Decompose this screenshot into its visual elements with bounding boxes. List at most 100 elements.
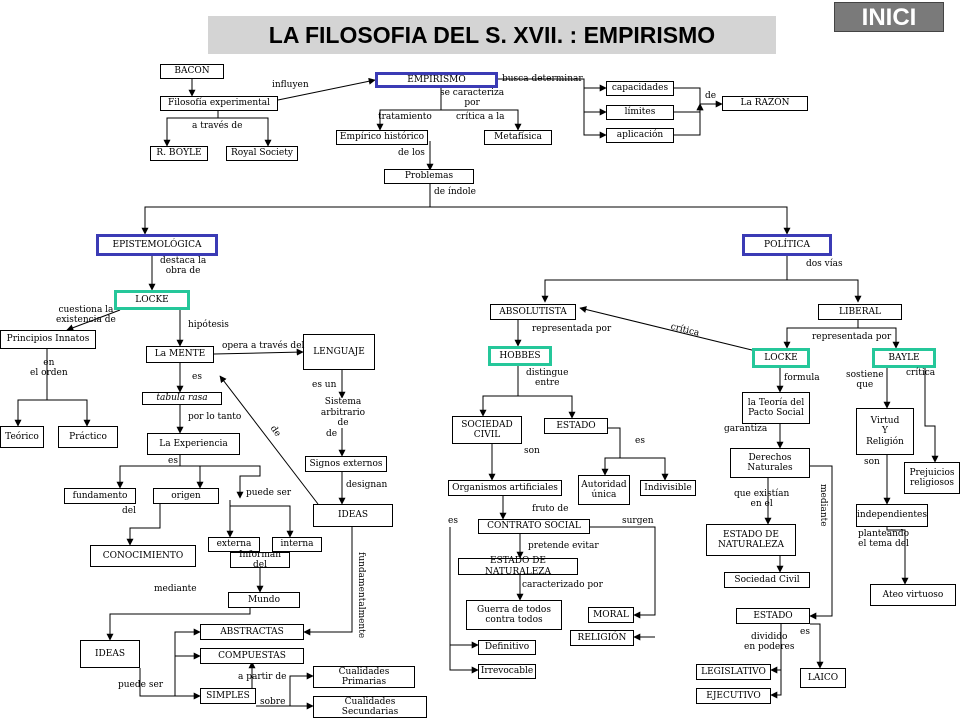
label-es-experiencia: es <box>168 456 178 466</box>
node-ideas-conocimiento: IDEAS <box>80 640 140 668</box>
node-teoria-pacto-social: la Teoría del Pacto Social <box>742 392 810 424</box>
node-sistema-arbitrario: Sistema arbitrario de <box>312 397 374 428</box>
node-capacidades: capacidades <box>606 81 674 96</box>
node-royal-society: Royal Society <box>226 146 298 161</box>
node-teorico: Teórico <box>0 426 44 448</box>
node-empirismo: EMPIRISMO <box>375 72 498 88</box>
node-irrevocable: Irrevocable <box>478 664 536 679</box>
label-critica-diagonal: crítica <box>669 322 701 339</box>
node-prejuicios-religiosos: Prejuicios religiosos <box>904 462 960 494</box>
label-tratamiento: tratamiento <box>378 112 432 122</box>
node-interna: interna <box>272 537 322 552</box>
node-simples: SIMPLES <box>200 688 256 704</box>
node-legislativo: LEGISLATIVO <box>696 664 771 680</box>
node-problemas: Problemas <box>384 169 474 184</box>
label-surgen: surgen <box>622 516 654 526</box>
node-politica: POLÍTICA <box>742 234 832 256</box>
node-lenguaje: LENGUAJE <box>303 334 375 370</box>
node-practico: Práctico <box>58 426 118 448</box>
label-es-contrato: es <box>448 516 458 526</box>
label-sobre: sobre <box>260 697 286 707</box>
node-epistemologica: EPISTEMOLÓGICA <box>96 234 218 256</box>
label-es-un: es un <box>312 380 337 390</box>
label-es-estado: es <box>635 436 645 446</box>
label-es-mente: es <box>192 372 202 382</box>
label-del: del <box>122 506 136 516</box>
node-empirico-historico: Empírico histórico <box>336 130 428 145</box>
label-destaca-la-obra-de: destaca la obra de <box>160 256 207 277</box>
label-dividido-en-poderes: dividido en poderes <box>744 632 795 653</box>
home-button[interactable]: INICI <box>834 2 944 32</box>
label-influyen: influyen <box>272 80 309 90</box>
label-cuestiona-la-existencia-de: cuestiona la existencia de <box>56 305 116 326</box>
label-son-bayle: son <box>864 457 880 467</box>
node-compuestas: COMPUESTAS <box>200 648 304 664</box>
node-la-experiencia: La Experiencia <box>147 433 240 455</box>
label-fruto-de: fruto de <box>532 504 569 514</box>
label-critica-a-la: crítica a la <box>456 112 505 122</box>
node-r-boyle: R. BOYLE <box>150 146 208 161</box>
node-organismos-artificiales: Organismos artificiales <box>448 480 562 496</box>
node-indivisible: Indivisible <box>640 480 696 496</box>
node-ideas-lenguaje: IDEAS <box>313 504 393 527</box>
label-a-partir-de: a partir de <box>238 672 287 682</box>
node-aplicacion: aplicación <box>606 128 674 143</box>
label-dos-vias: dos vías <box>806 259 843 269</box>
node-signos-externos: Signos externos <box>305 456 387 472</box>
node-ateo-virtuoso: Ateo virtuoso <box>870 584 956 606</box>
node-sociedad-civil-locke: Sociedad Civil <box>724 572 810 588</box>
label-se-caracteriza-por: se caracteriza por <box>440 88 505 109</box>
node-conocimiento: CONOCIMIENTO <box>90 545 196 567</box>
label-puede-ser-experiencia: puede ser <box>246 488 292 498</box>
node-ejecutivo: EJECUTIVO <box>696 688 771 704</box>
node-moral: MORAL <box>588 607 634 623</box>
node-la-razon: La RAZÓN <box>722 96 808 111</box>
node-bacon: BACON <box>160 64 224 79</box>
node-estado-hobbes: ESTADO <box>544 418 608 434</box>
node-fundamento: fundamento <box>64 488 136 504</box>
label-que-existian-en-el: que existían en el <box>734 489 790 510</box>
node-la-mente: La MENTE <box>146 346 214 363</box>
node-religion: RELIGIÓN <box>570 630 634 646</box>
node-cualidades-secundarias: Cualidades Secundarias <box>313 696 427 718</box>
node-hobbes: HOBBES <box>488 346 552 366</box>
label-pretende-evitar: pretende evitar <box>528 541 599 551</box>
node-externa: externa <box>208 537 260 552</box>
label-sostiene-que: sostiene que <box>846 370 884 391</box>
node-absolutista: ABSOLUTISTA <box>490 304 576 320</box>
label-garantiza: garantiza <box>724 424 768 434</box>
label-a-traves-de: a través de <box>192 121 243 131</box>
label-de-diagonal: de <box>267 424 283 439</box>
label-puede-ser-ideas: puede ser <box>118 680 164 690</box>
label-opera-a-traves-del: opera a través del <box>222 341 305 351</box>
page-title: LA FILOSOFIA DEL S. XVII. : EMPIRISMO <box>208 16 776 54</box>
label-de-razon: de <box>705 91 717 101</box>
label-mediante-liberal: mediante <box>818 484 828 527</box>
label-designan: designan <box>346 480 388 490</box>
node-derechos-naturales: Derechos Naturales <box>730 448 810 478</box>
label-caracterizado-por: caracterizado por <box>522 580 603 590</box>
label-en-el-orden: en el orden <box>30 358 68 379</box>
label-planteando-el-tema-del: planteando el tema del <box>858 529 910 550</box>
node-definitivo: Definitivo <box>478 640 536 655</box>
node-estado-locke: ESTADO <box>736 608 810 624</box>
node-cualidades-primarias: Cualidades Primarias <box>313 666 415 688</box>
label-critica-bayle: crítica <box>906 368 936 378</box>
label-hipotesis: hipótesis <box>188 320 229 330</box>
node-metafisica: Metafísica <box>484 130 552 145</box>
node-origen: origen <box>153 488 219 504</box>
node-laico: LAICO <box>800 668 846 688</box>
label-formula: formula <box>784 373 820 383</box>
node-limites: límites <box>606 105 674 120</box>
label-es-laico: es <box>800 627 810 637</box>
node-bayle: BAYLE <box>872 348 936 368</box>
node-virtud-y-religion: Virtud Y Religión <box>856 408 914 455</box>
label-por-lo-tanto: por lo tanto <box>188 412 242 422</box>
node-guerra-de-todos: Guerra de todos contra todos <box>466 600 562 630</box>
node-mundo: Mundo <box>228 592 300 608</box>
label-mediante-ideas: mediante <box>154 584 197 594</box>
node-abstractas: ABSTRACTAS <box>200 624 304 640</box>
node-sociedad-civil-hobbes: SOCIEDAD CIVIL <box>452 416 522 444</box>
node-contrato-social: CONTRATO SOCIAL <box>478 519 590 534</box>
node-liberal: LIBERAL <box>818 304 902 320</box>
